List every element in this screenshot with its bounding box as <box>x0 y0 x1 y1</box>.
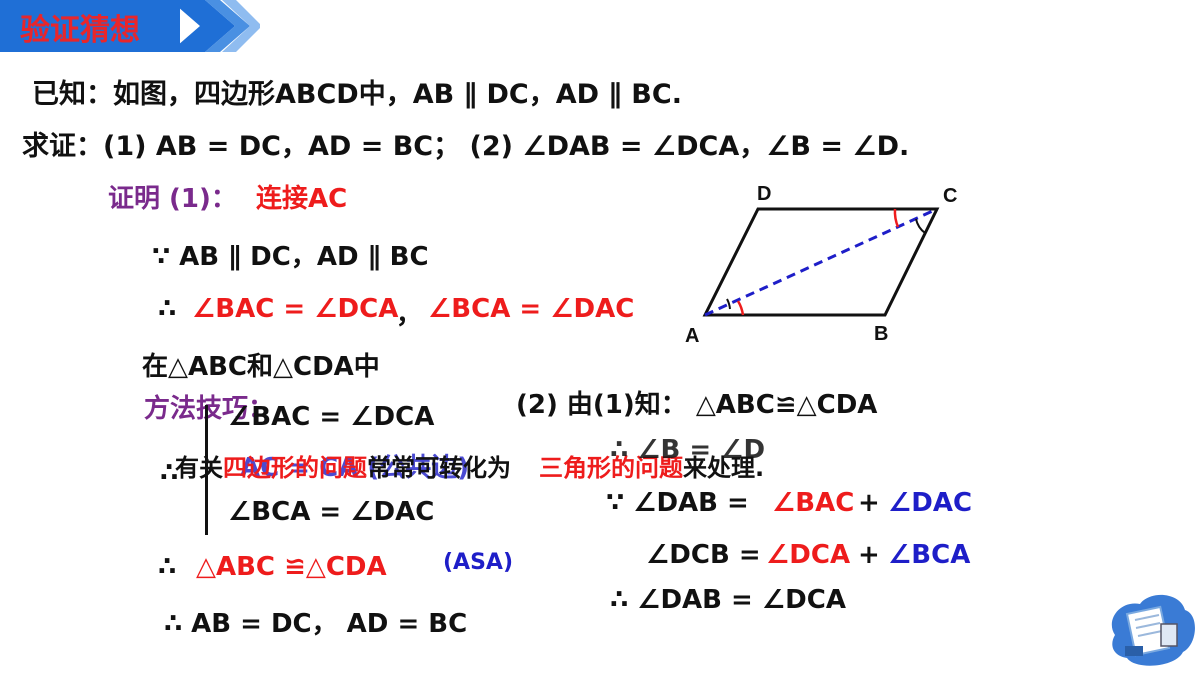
vertex-label-c: C <box>943 185 957 207</box>
proof2-because: ∵ ∠DAB = <box>606 488 749 518</box>
proof1-conclusion: ∴ AB = DC， AD = BC <box>164 609 468 639</box>
angle-arc-c-red <box>893 208 900 228</box>
vertex-label-b: B <box>874 323 888 345</box>
proof2-line2: ∴ ∠B = ∠D <box>610 435 766 465</box>
proof1-step: 连接AC <box>256 184 348 214</box>
tip-label: 方法技巧： <box>144 394 275 424</box>
given-statement: 已知：如图，四边形ABCD中，AB ∥ DC，AD ∥ BC. <box>32 79 682 110</box>
diagonal-ac <box>704 207 938 317</box>
dab-part-a: ∠BAC <box>772 488 855 518</box>
proof1-because: ∵ AB ∥ DC，AD ∥ BC <box>152 242 429 272</box>
angle-equation-1: ∠BAC = ∠DCA <box>192 294 399 324</box>
angle-arc-a-red <box>736 300 745 316</box>
therefore-symbol: ∴ <box>158 294 177 324</box>
proof2-conclusion: ∴ ∠DAB = ∠DCA <box>610 585 846 615</box>
decorative-document-icon <box>1111 594 1195 666</box>
page-title: 验证猜想 <box>20 13 140 48</box>
congruent-statement: △ABC ≌△CDA <box>196 552 387 582</box>
brace-line <box>205 405 214 535</box>
tip-text-e: 来处理. <box>683 454 765 482</box>
dab-part-b: ∠DAC <box>888 488 973 518</box>
dcb-part-a: ∠DCA <box>766 540 851 570</box>
angle-arc-c-black <box>915 218 926 234</box>
tip-text-c: 常常可转化为 <box>367 454 511 482</box>
tip-text: 有关四边形的问题常常可转化为三角形的问题来处理. <box>175 448 764 483</box>
plus-2: + <box>858 540 880 570</box>
plus-1: + <box>858 488 880 518</box>
asa-label: (ASA) <box>443 550 514 575</box>
prove-statement: 求证：(1) AB = DC，AD = BC； (2) ∠DAB = ∠DCA，… <box>22 131 910 162</box>
tip-text-a: 有关 <box>175 454 223 482</box>
condition-3: ∠BCA = ∠DAC <box>228 497 435 527</box>
dcb-part-b: ∠BCA <box>888 540 971 570</box>
vertex-label-d: D <box>757 183 771 205</box>
condition-1: ∠BAC = ∠DCA <box>228 402 435 432</box>
comma: ， <box>396 300 423 330</box>
vertex-label-a: A <box>685 325 699 347</box>
parallelogram-figure: A B C D <box>685 183 957 347</box>
title-banner <box>0 0 260 52</box>
condition-2: AC = CA (公共边) <box>240 453 470 483</box>
tip-text-b: 四边形的问题 <box>223 454 367 482</box>
angle-arc-a-black <box>726 298 731 310</box>
proof2-line1: (2) 由(1)知： △ABC≌△CDA <box>516 390 878 420</box>
in-triangles-text: 在△ABC和△CDA中 <box>142 352 380 382</box>
congruent-symbol: ∴ <box>158 552 177 582</box>
angle-equation-2: ∠BCA = ∠DAC <box>428 294 635 324</box>
proof1-label: 证明 (1)： <box>108 184 237 214</box>
condition-prefix: ∴ <box>160 458 179 488</box>
dcb-label: ∠DCB = <box>646 540 761 570</box>
tip-text-d: 三角形的问题 <box>539 454 683 482</box>
